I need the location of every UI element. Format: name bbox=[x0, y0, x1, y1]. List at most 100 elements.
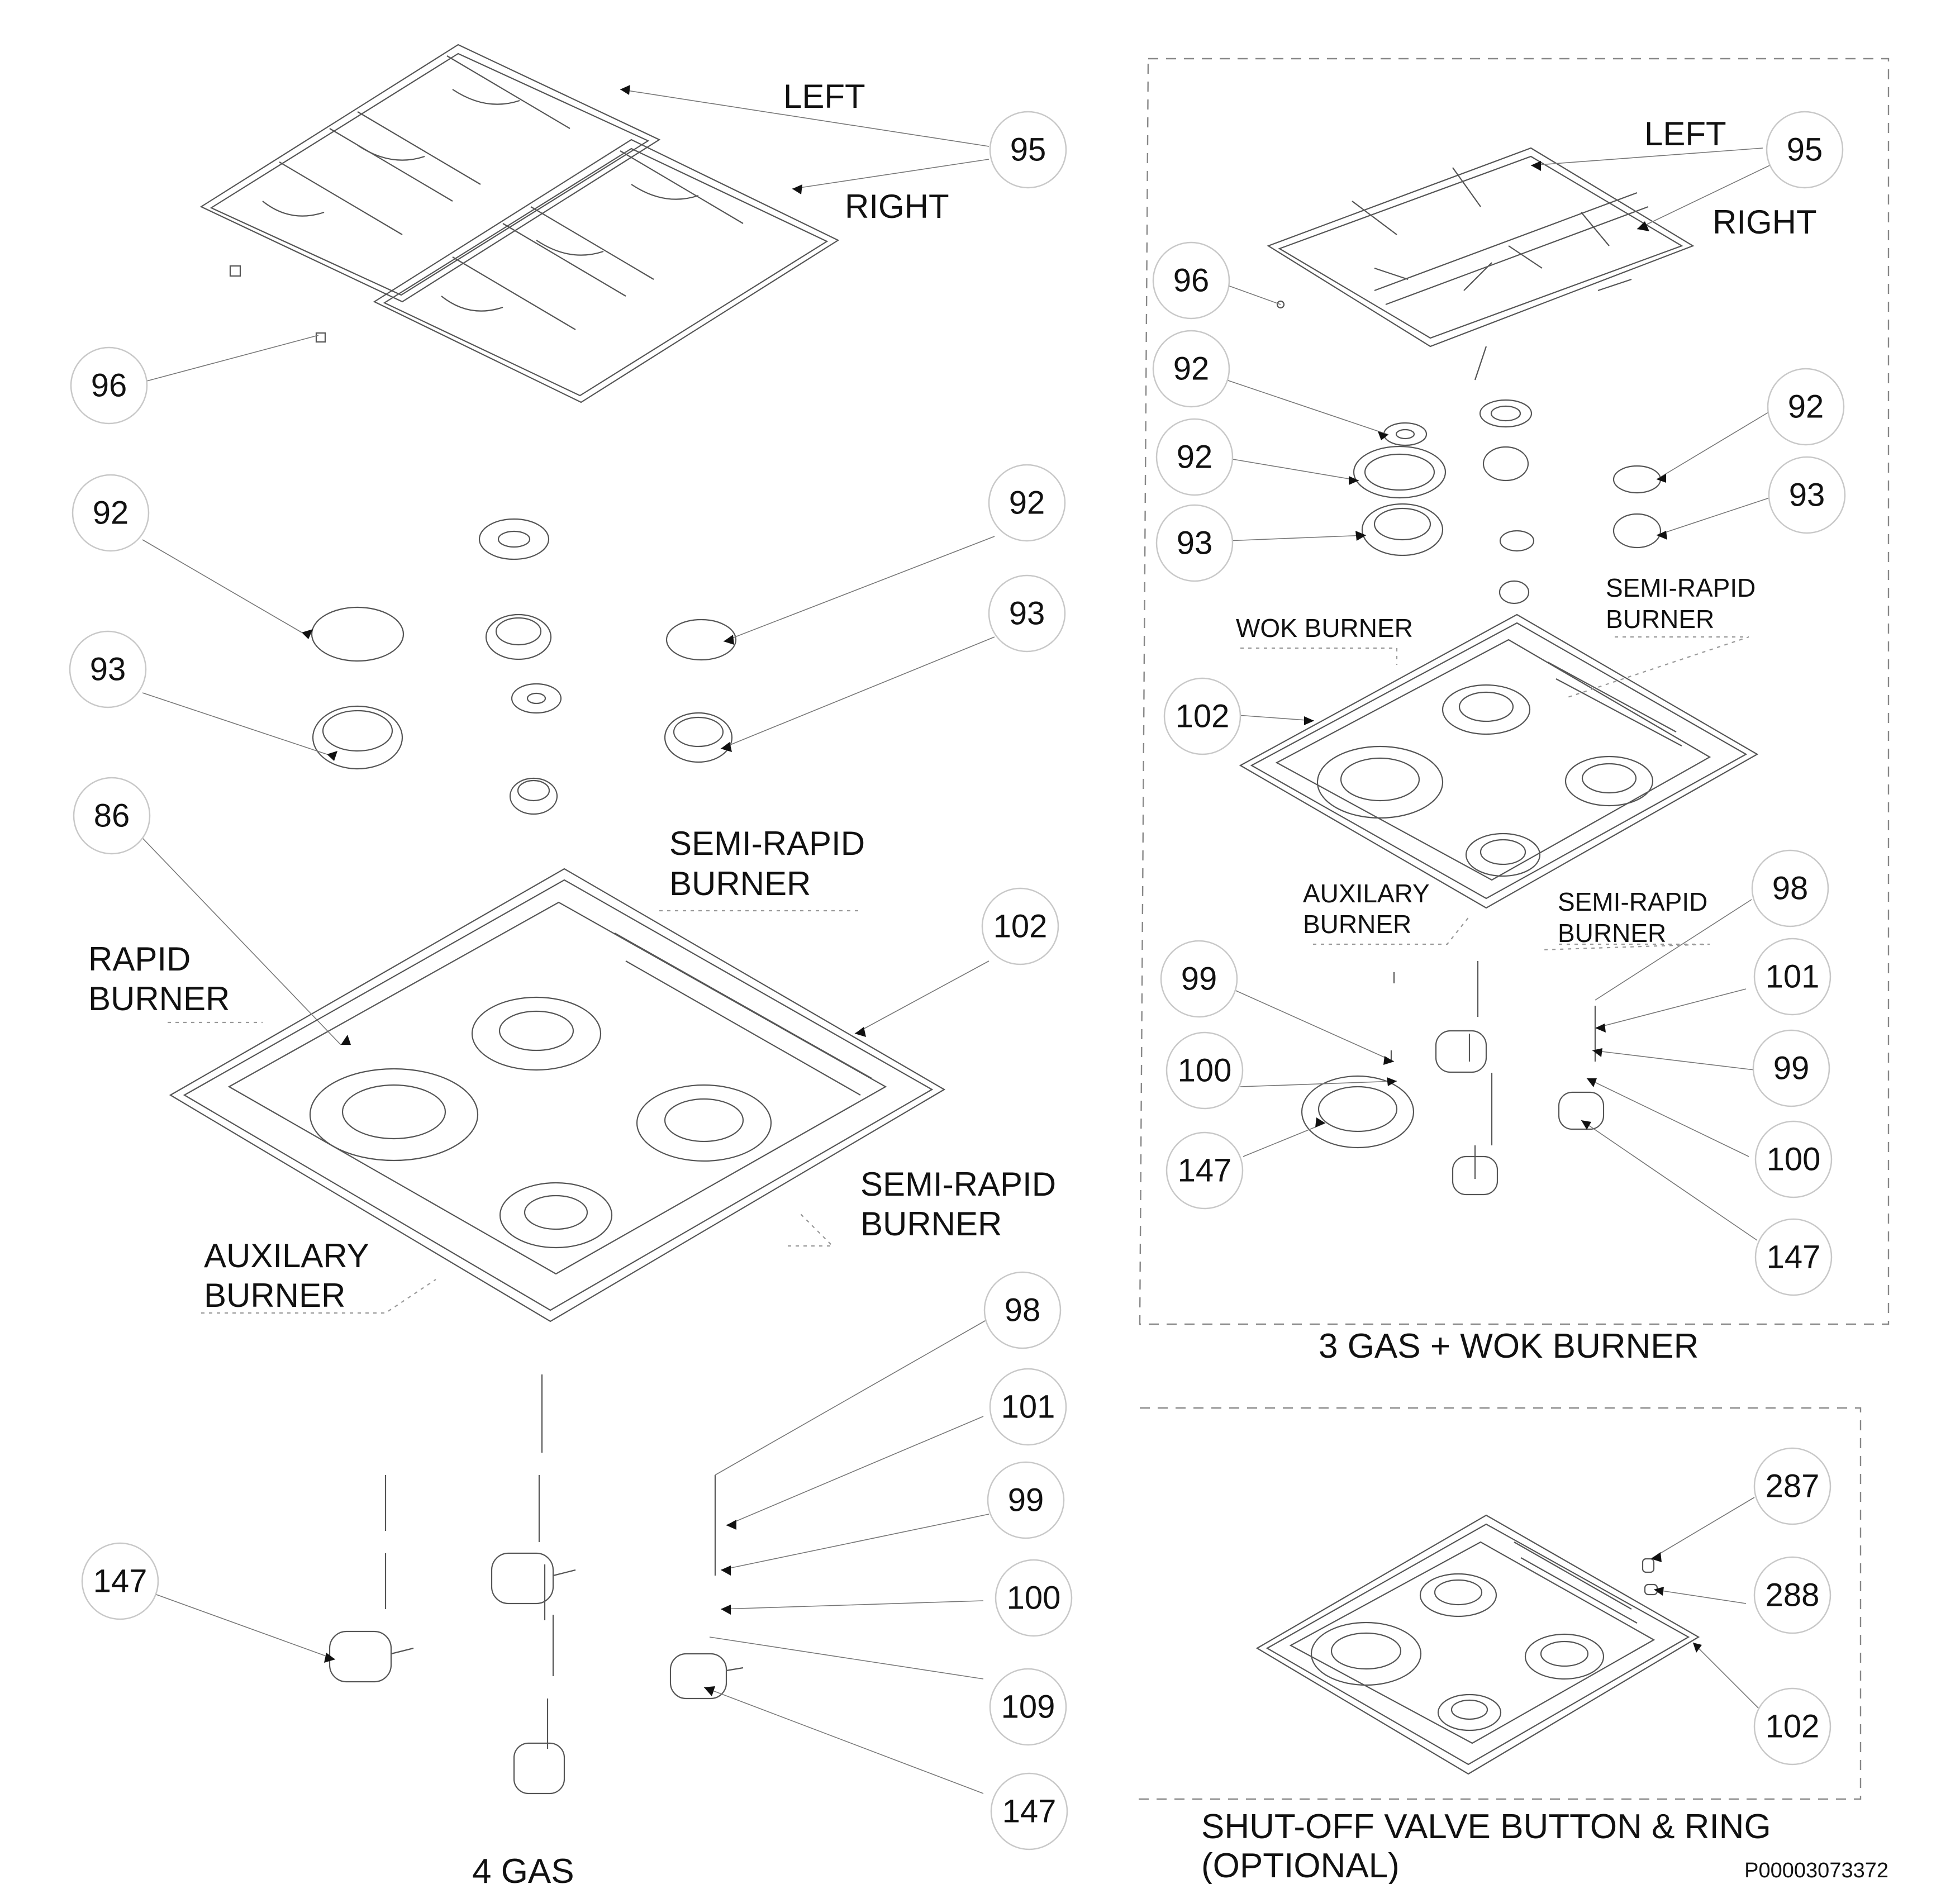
left-pan-support-right bbox=[373, 139, 840, 403]
callout-93: 93 bbox=[1155, 504, 1234, 582]
svg-text:93: 93 bbox=[1789, 477, 1825, 513]
drawing-number: P00003073372 bbox=[1744, 1859, 1888, 1882]
svg-text:92: 92 bbox=[1177, 439, 1213, 475]
callout-102: 102 bbox=[1163, 677, 1241, 755]
callout-96: 96 bbox=[70, 346, 148, 425]
wok-burner-label: WOK BURNER bbox=[1236, 613, 1413, 643]
shutoff-option-assembly: 287 288 102 SHUT-OFF VALVE BUTTON & RING… bbox=[1134, 1407, 1888, 1884]
left-grate-stop-part bbox=[229, 265, 241, 277]
left-grate-stop-part-b bbox=[315, 332, 326, 343]
four-gas-caption: 4 GAS bbox=[472, 1852, 574, 1884]
svg-text:147: 147 bbox=[1178, 1153, 1232, 1189]
wok-semi-rapid-bottom-label-line-1: SEMI-RAPID bbox=[1558, 887, 1707, 916]
svg-text:100: 100 bbox=[1767, 1141, 1821, 1178]
shutoff-caption-line-2: (OPTIONAL) bbox=[1201, 1847, 1400, 1884]
callout-93: 93 bbox=[988, 574, 1066, 653]
left-dotted-label-lines bbox=[168, 910, 860, 1314]
callout-287: 287 bbox=[1753, 1447, 1831, 1525]
callout-147: 147 bbox=[990, 1772, 1068, 1850]
callout-147: 147 bbox=[1165, 1131, 1244, 1210]
semi-rapid-right-label-line-1: SEMI-RAPID bbox=[860, 1165, 1056, 1203]
svg-text:93: 93 bbox=[1009, 596, 1045, 632]
svg-text:287: 287 bbox=[1766, 1468, 1820, 1505]
svg-text:93: 93 bbox=[90, 651, 126, 688]
svg-text:92: 92 bbox=[1173, 351, 1210, 387]
wok-semi-rapid-top-label-line-1: SEMI-RAPID bbox=[1606, 573, 1756, 602]
callout-98: 98 bbox=[983, 1271, 1062, 1349]
callout-92: 92 bbox=[988, 464, 1066, 542]
svg-text:96: 96 bbox=[91, 368, 127, 404]
wok-leaders bbox=[1226, 148, 1777, 1241]
callout-99: 99 bbox=[1160, 940, 1238, 1018]
svg-text:86: 86 bbox=[94, 798, 130, 834]
wok-semi-rapid-top-label-line-2: BURNER bbox=[1606, 605, 1714, 634]
callout-95: 95 bbox=[1766, 111, 1844, 189]
wok-grate-stop-part bbox=[1276, 300, 1285, 309]
callout-100: 100 bbox=[1165, 1031, 1244, 1110]
callout-93: 93 bbox=[69, 630, 147, 708]
wok-auxilary-label-line-1: AUXILARY bbox=[1303, 879, 1430, 908]
semi-rapid-right-label-line-2: BURNER bbox=[860, 1205, 1002, 1243]
left-leaders bbox=[142, 89, 995, 1794]
svg-text:99: 99 bbox=[1008, 1482, 1044, 1519]
svg-text:100: 100 bbox=[1178, 1053, 1232, 1089]
wok-grate-left-label: LEFT bbox=[1644, 115, 1726, 153]
callout-92: 92 bbox=[1155, 418, 1234, 496]
svg-text:98: 98 bbox=[1772, 870, 1809, 907]
svg-text:109: 109 bbox=[1001, 1689, 1055, 1725]
callout-109: 109 bbox=[989, 1668, 1067, 1746]
four-gas-assembly: 95 96 92 93 92 93 86 102 98 101 99 100 1… bbox=[69, 44, 1073, 1884]
rapid-burner-label-line-1: RAPID bbox=[88, 940, 191, 978]
left-valves bbox=[329, 1374, 744, 1795]
svg-text:92: 92 bbox=[93, 495, 129, 531]
svg-text:100: 100 bbox=[1007, 1580, 1061, 1616]
semi-rapid-top-label-line-2: BURNER bbox=[669, 865, 811, 902]
wok-pan-supports bbox=[1267, 147, 1695, 380]
svg-text:102: 102 bbox=[1766, 1709, 1820, 1745]
svg-text:99: 99 bbox=[1773, 1050, 1810, 1087]
svg-text:99: 99 bbox=[1181, 961, 1217, 997]
option-button-part bbox=[1642, 1558, 1655, 1573]
callout-147: 147 bbox=[1754, 1218, 1833, 1296]
auxilary-label-line-2: BURNER bbox=[204, 1277, 345, 1314]
svg-text:95: 95 bbox=[1010, 132, 1046, 168]
svg-text:95: 95 bbox=[1787, 132, 1823, 168]
svg-text:147: 147 bbox=[1002, 1793, 1057, 1830]
wok-hob-top bbox=[1239, 613, 1759, 909]
wok-valves bbox=[1301, 961, 1605, 1196]
wok-grate-right-label: RIGHT bbox=[1712, 203, 1817, 241]
left-pan-support-left bbox=[199, 44, 661, 303]
callout-100: 100 bbox=[1754, 1120, 1833, 1198]
svg-text:101: 101 bbox=[1766, 959, 1820, 995]
three-gas-wok-caption: 3 GAS + WOK BURNER bbox=[1319, 1327, 1699, 1366]
callout-102: 102 bbox=[981, 887, 1059, 965]
svg-text:92: 92 bbox=[1009, 485, 1045, 521]
wok-section-border bbox=[1139, 58, 1890, 1325]
callout-92: 92 bbox=[1767, 368, 1845, 446]
callout-100: 100 bbox=[995, 1559, 1073, 1637]
wok-semi-rapid-bottom-label-line-2: BURNER bbox=[1558, 919, 1666, 948]
left-grate-left-label: LEFT bbox=[783, 78, 865, 115]
svg-text:147: 147 bbox=[93, 1563, 148, 1600]
callout-101: 101 bbox=[989, 1368, 1067, 1446]
semi-rapid-top-label-line-1: SEMI-RAPID bbox=[669, 825, 865, 862]
shutoff-section-border bbox=[1134, 1407, 1862, 1800]
callout-102: 102 bbox=[1753, 1687, 1831, 1766]
callout-86: 86 bbox=[73, 777, 151, 855]
callout-92: 92 bbox=[1152, 330, 1230, 408]
svg-text:288: 288 bbox=[1766, 1577, 1820, 1614]
svg-text:147: 147 bbox=[1767, 1239, 1821, 1276]
option-leader-arrows bbox=[1651, 1552, 1702, 1653]
left-grate-right-label: RIGHT bbox=[845, 188, 949, 225]
svg-text:92: 92 bbox=[1788, 389, 1824, 425]
three-gas-wok-assembly: 95 96 92 92 93 92 93 102 99 100 147 98 1… bbox=[1139, 58, 1890, 1366]
svg-text:98: 98 bbox=[1005, 1292, 1041, 1329]
auxilary-label-line-1: AUXILARY bbox=[204, 1237, 369, 1274]
callout-95: 95 bbox=[989, 111, 1067, 189]
left-leader-arrows bbox=[302, 85, 866, 1696]
left-hob-top bbox=[169, 868, 946, 1322]
callout-99: 99 bbox=[987, 1461, 1065, 1539]
svg-text:96: 96 bbox=[1173, 263, 1210, 299]
callout-96: 96 bbox=[1152, 241, 1230, 320]
